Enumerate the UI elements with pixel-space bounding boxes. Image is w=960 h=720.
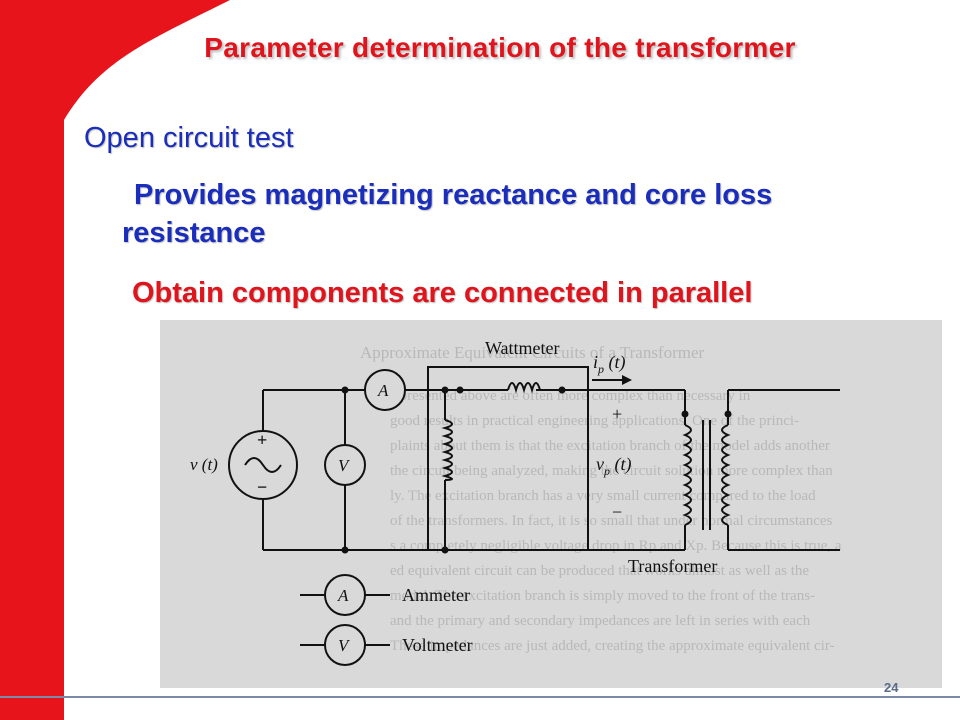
current-label: ip (t) [593,352,626,376]
bullet-magnetizing-line1: Provides magnetizing reactance and core … [134,179,773,211]
bg-text-7: s a completely negligible voltage drop i… [390,538,842,554]
junction-dots [341,386,732,554]
bg-text-6: of the transformers. In fact, it is so s… [390,513,833,529]
voltage-minus: − [612,502,622,522]
legend-ammeter-symbol: A [337,586,349,605]
open-circuit-test-figure: Approximate Equivalent Circuits of a Tra… [160,320,942,688]
primary-winding [682,424,692,526]
bg-text-4: the circuit being analyzed, making the c… [390,463,833,479]
voltmeter-symbol: V [338,456,351,475]
bg-text-0: Approximate Equivalent Circuits of a Tra… [360,343,705,362]
bg-text-2: good results in practical engineering ap… [390,413,799,429]
page-number: 24 [884,680,899,695]
secondary-winding [721,424,731,526]
ammeter-circle [364,369,406,411]
legend: A Ammeter V Voltmeter [300,574,473,666]
left-red-band [0,0,64,720]
bullet-magnetizing-line2: resistance [122,217,266,249]
bg-text-8: ed equivalent circuit can be produced th… [390,563,809,579]
ac-source: + − [228,430,298,500]
bullet-magnetizing: Provides magnetizing reactance and core … [122,176,922,252]
source-minus: − [257,477,267,497]
transformer-label: Transformer [628,556,717,576]
source-label: v (t) [190,455,218,474]
circuit-wires [262,366,840,551]
footer-rule [0,696,960,698]
bg-text-5: ly. The excitation branch has a very sma… [390,488,816,504]
source-plus: + [257,430,267,450]
section-heading: Open circuit test [84,122,294,154]
bullet-parallel: Obtain components are connected in paral… [132,277,753,309]
wattmeter-voltage-coil [441,419,453,481]
wattmeter-label: Wattmeter [485,338,560,358]
coils [441,382,731,526]
voltmeter-circle [324,444,366,486]
legend-voltmeter-label: Voltmeter [402,635,473,655]
legend-ammeter-label: Ammeter [402,585,470,605]
bg-text-11: These impedances are just added, creatin… [390,638,835,654]
bg-text-3: plaints about them is that the excitatio… [390,438,830,454]
voltage-label: vp (t) [596,454,632,478]
voltage-plus: + [612,404,622,424]
circuit-diagram: Approximate Equivalent Circuits of a Tra… [190,338,842,666]
legend-voltmeter-symbol: V [338,636,351,655]
slide-title: Parameter determination of the transform… [204,32,796,63]
bg-text-9: model. The excitation branch is simply m… [390,588,815,604]
bg-text-1: s presented above are often more complex… [390,388,751,404]
wattmeter-current-coil [507,382,541,394]
bg-text-10: and the primary and secondary impedances… [390,613,811,629]
ammeter-symbol: A [377,381,389,400]
